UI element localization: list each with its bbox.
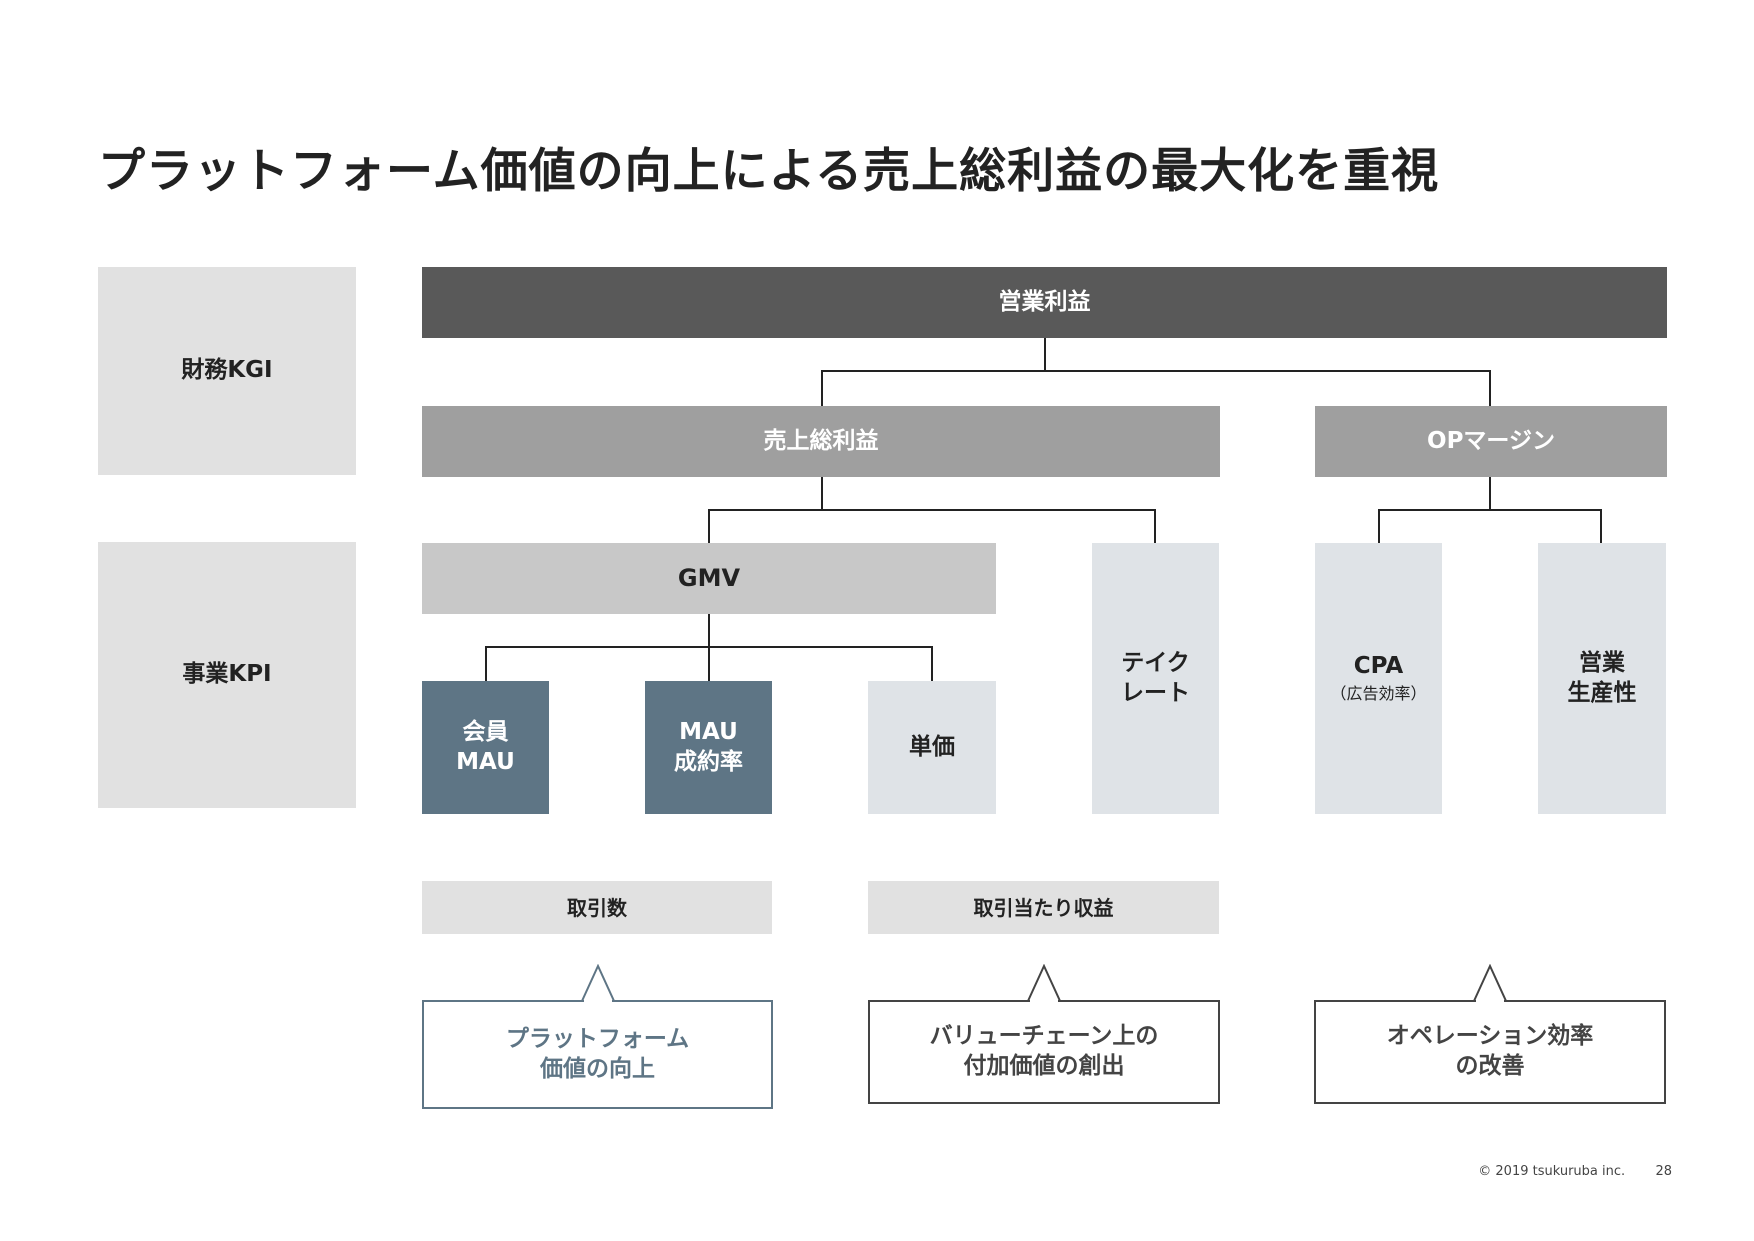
member-mau-line2: MAU: [456, 748, 515, 775]
connector: [708, 509, 1156, 511]
callout-pointer-mask: [1476, 999, 1504, 1003]
operations-line1: オペレーション効率: [1386, 1023, 1594, 1050]
connector: [1154, 509, 1156, 543]
connector: [1489, 477, 1491, 511]
take-rate-line2: レート: [1121, 679, 1190, 706]
connector: [821, 477, 823, 511]
sales-productivity-line2: 生産性: [1567, 679, 1637, 706]
cpa-note: （広告効率）: [1330, 684, 1427, 704]
revenue-per-transaction-text: 取引当たり収益: [973, 895, 1114, 920]
value-chain-line1: バリューチェーン上の: [929, 1023, 1159, 1050]
connector: [708, 614, 710, 648]
operating-profit-text: 営業利益: [998, 288, 1091, 315]
mau-conversion-line1: MAU: [679, 718, 738, 745]
footer: © 2019 tsukuruba inc. 28: [1478, 1164, 1672, 1179]
financial-kgi-text: 財務KGI: [181, 357, 273, 384]
connector: [1378, 509, 1380, 543]
gross-profit-text: 売上総利益: [763, 427, 879, 454]
sales-productivity-node: 営業 生産性: [1538, 543, 1666, 814]
platform-value-callout: プラットフォーム 価値の向上: [422, 1000, 773, 1109]
connector: [1489, 370, 1491, 406]
platform-value-line1: プラットフォーム: [505, 1025, 690, 1052]
cpa-text: CPA: [1353, 653, 1404, 680]
unit-price-text: 単価: [909, 733, 955, 760]
operations-callout: オペレーション効率 の改善: [1314, 1000, 1666, 1104]
operations-line2: の改善: [1455, 1053, 1525, 1079]
financial-kgi-label: 財務KGI: [98, 267, 356, 475]
connector: [708, 509, 710, 543]
connector: [931, 646, 933, 681]
member-mau-node: 会員 MAU: [422, 681, 549, 814]
mau-conversion-line2: 成約率: [674, 748, 743, 775]
mau-conversion-node: MAU 成約率: [645, 681, 772, 814]
revenue-per-transaction-band: 取引当たり収益: [868, 881, 1219, 934]
connector: [1600, 509, 1602, 543]
cpa-node: CPA （広告効率）: [1315, 543, 1442, 814]
callout-pointer: [581, 964, 615, 1002]
member-mau-line1: 会員: [462, 718, 509, 745]
operating-profit-node: 営業利益: [422, 267, 1667, 338]
connector: [485, 646, 487, 681]
connector: [1044, 338, 1046, 372]
value-chain-line2: 付加価値の創出: [963, 1053, 1125, 1079]
callout-pointer-mask: [1030, 999, 1058, 1003]
transactions-band: 取引数: [422, 881, 772, 934]
value-chain-callout: バリューチェーン上の 付加価値の創出: [868, 1000, 1220, 1104]
take-rate-line1: テイク: [1121, 649, 1190, 676]
gross-profit-node: 売上総利益: [422, 406, 1220, 477]
business-kpi-text: 事業KPI: [182, 661, 272, 688]
connector: [821, 370, 823, 406]
sales-productivity-line1: 営業: [1579, 649, 1625, 676]
copyright-text: © 2019 tsukuruba inc.: [1478, 1164, 1626, 1179]
take-rate-node: テイク レート: [1092, 543, 1219, 814]
page-number: 28: [1655, 1164, 1672, 1179]
business-kpi-label: 事業KPI: [98, 542, 356, 808]
op-margin-text: OPマージン: [1427, 427, 1555, 454]
op-margin-node: OPマージン: [1315, 406, 1667, 477]
transactions-text: 取引数: [567, 895, 627, 920]
connector: [1378, 509, 1602, 511]
unit-price-node: 単価: [868, 681, 996, 814]
connector: [708, 646, 710, 681]
gmv-node: GMV: [422, 543, 996, 614]
connector: [821, 370, 1491, 372]
platform-value-line2: 価値の向上: [540, 1055, 655, 1082]
callout-pointer: [1473, 964, 1507, 1002]
callout-pointer: [1027, 964, 1061, 1002]
gmv-text: GMV: [677, 563, 741, 592]
callout-pointer-mask: [584, 999, 612, 1003]
page-title: プラットフォーム価値の向上による売上総利益の最大化を重視: [98, 144, 1440, 199]
